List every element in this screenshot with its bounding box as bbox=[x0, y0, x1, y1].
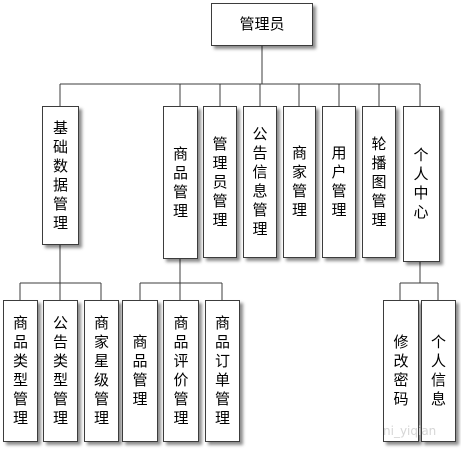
node-label: 修改密码 bbox=[393, 333, 409, 408]
watermark-text: ni_yiqian bbox=[383, 424, 437, 438]
node-label: 管理员管理 bbox=[212, 134, 228, 229]
node-product-item-management: 商品管理 bbox=[122, 300, 158, 442]
node-merchant-management: 商家管理 bbox=[283, 106, 316, 258]
node-label: 个人中心 bbox=[413, 146, 430, 221]
node-label: 公告类型管理 bbox=[52, 314, 68, 427]
node-label: 商品管理 bbox=[132, 333, 148, 408]
node-basic-data-management: 基础数据管理 bbox=[42, 106, 79, 245]
node-label: 商品订单管理 bbox=[214, 314, 230, 427]
node-carousel-management: 轮播图管理 bbox=[362, 106, 396, 258]
node-label: 商品类型管理 bbox=[12, 314, 28, 427]
node-label: 商品管理 bbox=[172, 144, 188, 220]
root-node-admin: 管理员 bbox=[211, 3, 313, 46]
node-merchant-rating-management: 商家星级管理 bbox=[84, 300, 119, 442]
node-change-password: 修改密码 bbox=[383, 300, 419, 442]
node-label: 基础数据管理 bbox=[52, 118, 68, 232]
node-product-order-management: 商品订单管理 bbox=[205, 300, 240, 442]
node-label: 商品评价管理 bbox=[173, 314, 189, 427]
node-label: 轮播图管理 bbox=[371, 134, 387, 229]
node-label: 公告信息管理 bbox=[252, 125, 268, 238]
node-user-management: 用户管理 bbox=[322, 106, 356, 258]
node-personal-center: 个人中心 bbox=[403, 106, 440, 262]
node-label: 用户管理 bbox=[331, 144, 347, 219]
root-node-label: 管理员 bbox=[239, 15, 285, 33]
node-label: 商家管理 bbox=[291, 144, 307, 219]
node-product-review-management: 商品评价管理 bbox=[163, 300, 199, 442]
node-product-type-management: 商品类型管理 bbox=[3, 300, 38, 442]
node-notice-management: 公告信息管理 bbox=[243, 106, 277, 258]
node-label: 个人信息 bbox=[430, 333, 446, 408]
node-label: 商家星级管理 bbox=[93, 314, 109, 427]
node-product-management: 商品管理 bbox=[163, 106, 198, 259]
node-notice-type-management: 公告类型管理 bbox=[43, 300, 78, 442]
node-admin-management: 管理员管理 bbox=[203, 106, 237, 258]
node-personal-info: 个人信息 bbox=[421, 300, 456, 442]
